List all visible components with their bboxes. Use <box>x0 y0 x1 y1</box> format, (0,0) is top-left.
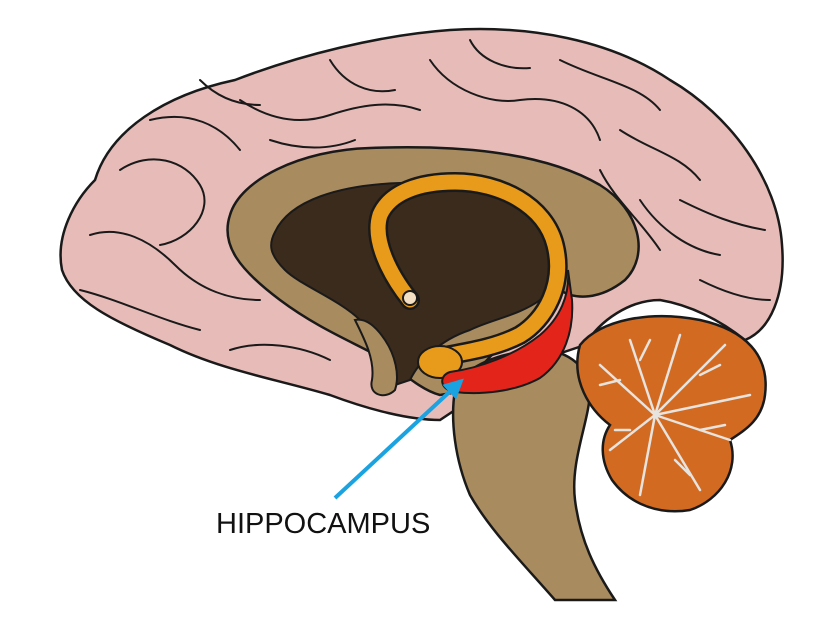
hippocampus-arrow <box>333 378 464 500</box>
arbor-vitae <box>598 333 752 497</box>
hippocampus-label: HIPPOCAMPUS <box>216 508 430 540</box>
fornix-end <box>402 290 418 306</box>
hypothalamus-region <box>353 318 398 397</box>
cortex-folds <box>79 39 771 361</box>
fornix-fill <box>370 174 566 364</box>
amygdala <box>417 345 463 379</box>
cerebellum <box>576 314 767 513</box>
